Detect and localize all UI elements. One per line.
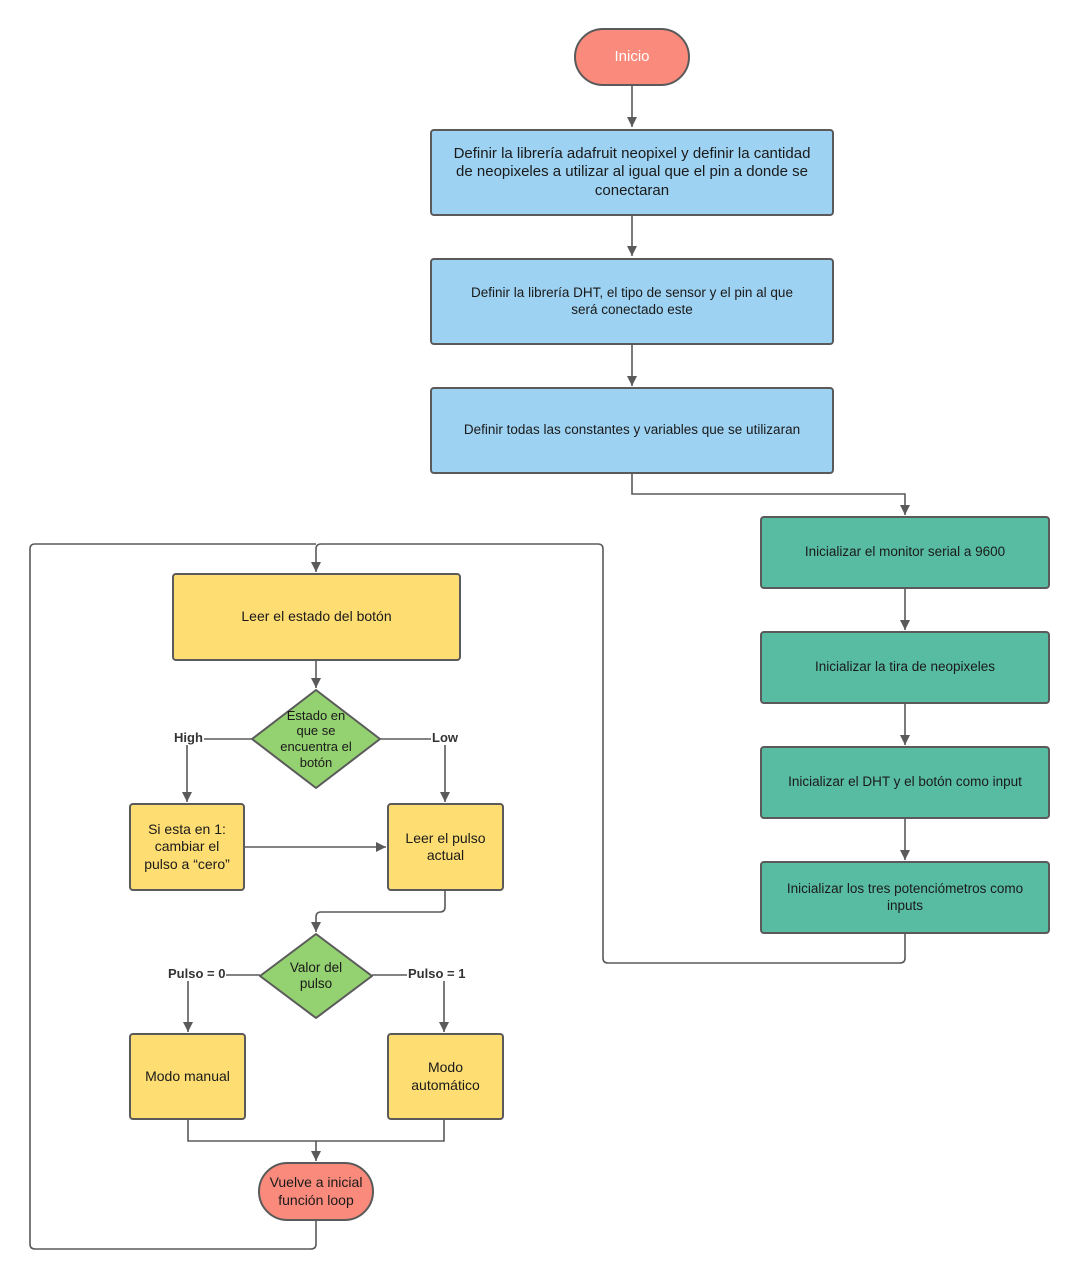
init-pots-label: Inicializar los tres potenciómetros como… bbox=[786, 881, 1024, 913]
define-neopixel-label: Definir la librería adafruit neopixel y … bbox=[453, 145, 811, 199]
edge-label-pulse-zero: Pulso = 0 bbox=[167, 966, 227, 981]
arrow-pots-to-loop bbox=[311, 543, 906, 964]
read-button-node: Leer el estado del botón bbox=[172, 573, 461, 661]
read-button-label: Leer el estado del botón bbox=[241, 608, 392, 625]
arrow-decision-high bbox=[182, 738, 252, 802]
init-dht-button-label: Inicializar el DHT y el botón como input bbox=[788, 774, 1022, 790]
decision-diamond-pulse bbox=[259, 933, 373, 1019]
edge-label-pulse-one: Pulso = 1 bbox=[407, 966, 467, 981]
arrow-restart-back-to-top bbox=[29, 543, 317, 1250]
decision-pulse-label: Valor del pulso bbox=[289, 959, 343, 991]
define-neopixel-node: Definir la librería adafruit neopixel y … bbox=[430, 129, 834, 216]
read-pulse-label: Leer el pulso actual bbox=[405, 829, 486, 863]
if-one-node: Si esta en 1: cambiar el pulso a “cero” bbox=[129, 803, 245, 891]
arrow-constants-to-serial bbox=[631, 474, 910, 515]
edge-label-high: High bbox=[173, 730, 204, 745]
define-dht-label: Definir la librería DHT, el tipo de sens… bbox=[471, 285, 793, 317]
define-constants-label: Definir todas las constantes y variables… bbox=[463, 422, 801, 438]
auto-mode-node: Modo automático bbox=[387, 1033, 504, 1120]
arrow-pulse-one bbox=[372, 974, 449, 1032]
decision-diamond-state bbox=[251, 689, 381, 789]
edge-label-low: Low bbox=[431, 730, 459, 745]
auto-mode-label: Modo automático bbox=[411, 1059, 480, 1093]
arrow-decision-low bbox=[380, 738, 450, 802]
line-auto-to-restart bbox=[316, 1119, 445, 1142]
init-serial-label: Inicializar el monitor serial a 9600 bbox=[804, 544, 1006, 560]
init-dht-button-node: Inicializar el DHT y el botón como input bbox=[760, 746, 1050, 819]
init-serial-node: Inicializar el monitor serial a 9600 bbox=[760, 516, 1050, 589]
restart-loop-label: Vuelve a inicial función loop bbox=[269, 1174, 363, 1208]
if-one-label: Si esta en 1: cambiar el pulso a “cero” bbox=[144, 821, 230, 872]
read-pulse-node: Leer el pulso actual bbox=[387, 803, 504, 891]
init-pots-node: Inicializar los tres potenciómetros como… bbox=[760, 861, 1050, 934]
arrow-manual-to-restart bbox=[187, 1119, 321, 1161]
define-dht-node: Definir la librería DHT, el tipo de sens… bbox=[430, 258, 834, 345]
start-label: Inicio bbox=[614, 47, 650, 65]
restart-loop-node: Vuelve a inicial función loop bbox=[258, 1162, 374, 1221]
arrow-read-pulse-to-decision bbox=[311, 890, 446, 932]
init-strip-node: Inicializar la tira de neopixeles bbox=[760, 631, 1050, 704]
start-node: Inicio bbox=[574, 28, 690, 86]
init-strip-label: Inicializar la tira de neopixeles bbox=[814, 659, 996, 675]
decision-state-label: Estado en que se encuentra el botón bbox=[280, 707, 352, 770]
manual-mode-node: Modo manual bbox=[129, 1033, 246, 1120]
define-constants-node: Definir todas las constantes y variables… bbox=[430, 387, 834, 474]
arrow-pulse-zero bbox=[183, 974, 260, 1032]
manual-mode-label: Modo manual bbox=[145, 1067, 230, 1084]
